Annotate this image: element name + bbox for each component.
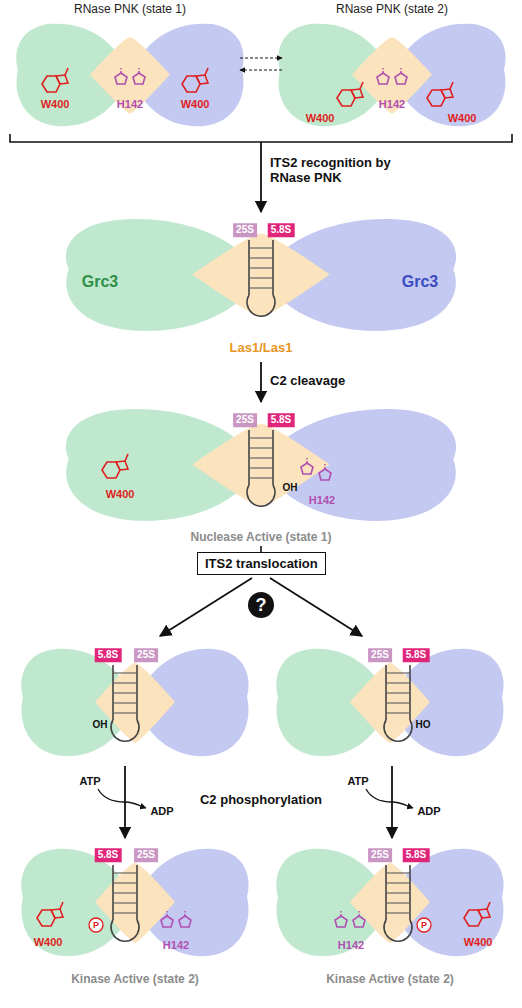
state-label: Nuclease Active (state 1) <box>191 531 332 545</box>
question-circle: ? <box>248 592 274 618</box>
process-box: ITS2 translocation <box>197 552 326 575</box>
residue-label: H142 <box>379 98 405 111</box>
panel-title: RNase PNK (state 1) <box>74 3 186 17</box>
end-label: HO <box>416 719 431 731</box>
protein-label: Grc3 <box>402 273 438 291</box>
node-text: ? <box>256 595 267 615</box>
residue-label: W400 <box>41 98 70 111</box>
residue-label: H142 <box>309 494 335 507</box>
rna-tag: 5.8S <box>268 413 295 427</box>
node-text: ITS2 translocation <box>205 556 318 571</box>
cofactor-label: ADP <box>150 805 173 818</box>
rna-tag: 5.8S <box>403 648 430 662</box>
residue-label: W400 <box>106 488 135 501</box>
rna-tag: 25S <box>233 223 257 237</box>
rna-tag: 25S <box>233 413 257 427</box>
phosphate-label: P <box>93 920 99 930</box>
residue-label: H142 <box>338 939 364 952</box>
state-label: Kinase Active (state 2) <box>71 973 199 987</box>
step-label: ITS2 recognition by RNase PNK <box>270 156 395 186</box>
rna-tag: 5.8S <box>95 848 122 862</box>
residue-label: W400 <box>306 112 335 125</box>
end-label: OH <box>93 719 108 731</box>
rna-tag: 25S <box>134 848 158 862</box>
end-label: OH <box>283 482 298 494</box>
protein-label: Grc3 <box>82 273 118 291</box>
cofactor-label: ATP <box>347 775 368 788</box>
phosphate-label: P <box>421 920 427 930</box>
cofactor-label: ATP <box>79 775 100 788</box>
residue-label: W400 <box>34 936 63 949</box>
panel-title: RNase PNK (state 2) <box>336 3 448 17</box>
rna-tag: 5.8S <box>268 223 295 237</box>
rna-tag: 5.8S <box>95 648 122 662</box>
protein-label: Las1/Las1 <box>230 341 293 356</box>
rna-tag: 5.8S <box>403 848 430 862</box>
residue-label: H142 <box>117 98 143 111</box>
step-label: C2 phosphorylation <box>200 793 322 808</box>
rna-tag: 25S <box>368 648 392 662</box>
residue-label: H142 <box>163 939 189 952</box>
cofactor-label: ADP <box>417 805 440 818</box>
rna-tag: 25S <box>134 648 158 662</box>
state-label: Kinase Active (state 2) <box>326 973 454 987</box>
residue-label: W400 <box>181 98 210 111</box>
residue-label: W400 <box>448 112 477 125</box>
residue-label: W400 <box>464 936 493 949</box>
rna-tag: 25S <box>368 848 392 862</box>
step-label: C2 cleavage <box>270 374 345 389</box>
